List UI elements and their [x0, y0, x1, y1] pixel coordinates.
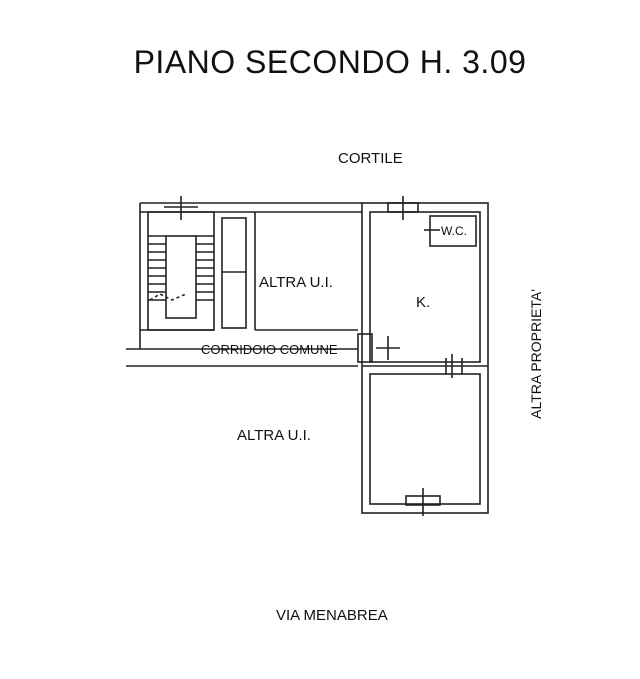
other-unit-bottom-label: ALTRA U.I. — [237, 427, 311, 444]
kitchen-room — [369, 211, 481, 363]
apartment-outline — [361, 202, 489, 514]
stair-arrow — [149, 293, 187, 301]
other-property-label: ALTRA PROPRIETA' — [528, 289, 544, 419]
bottom-room — [369, 373, 481, 505]
wc-label: W.C. — [441, 224, 467, 238]
common-corridor-label: CORRIDOIO COMUNE — [201, 342, 338, 357]
courtyard-label: CORTILE — [338, 150, 403, 167]
street-label: VIA MENABREA — [276, 607, 388, 624]
entrance-door — [357, 333, 400, 363]
apartment-bottom-window — [405, 488, 441, 516]
stair-treads — [148, 235, 214, 301]
internal-door — [445, 354, 463, 378]
kitchen-label: K. — [416, 294, 431, 311]
stair-shaft — [165, 235, 197, 319]
other-unit-top-label: ALTRA U.I. — [259, 274, 333, 291]
wc-room — [429, 215, 477, 247]
apartment-top-window — [387, 196, 419, 220]
light-well — [221, 217, 247, 329]
stair-window — [164, 196, 198, 220]
stairwell — [147, 211, 215, 331]
plan-title: PIANO SECONDO H. 3.09 — [133, 44, 527, 80]
